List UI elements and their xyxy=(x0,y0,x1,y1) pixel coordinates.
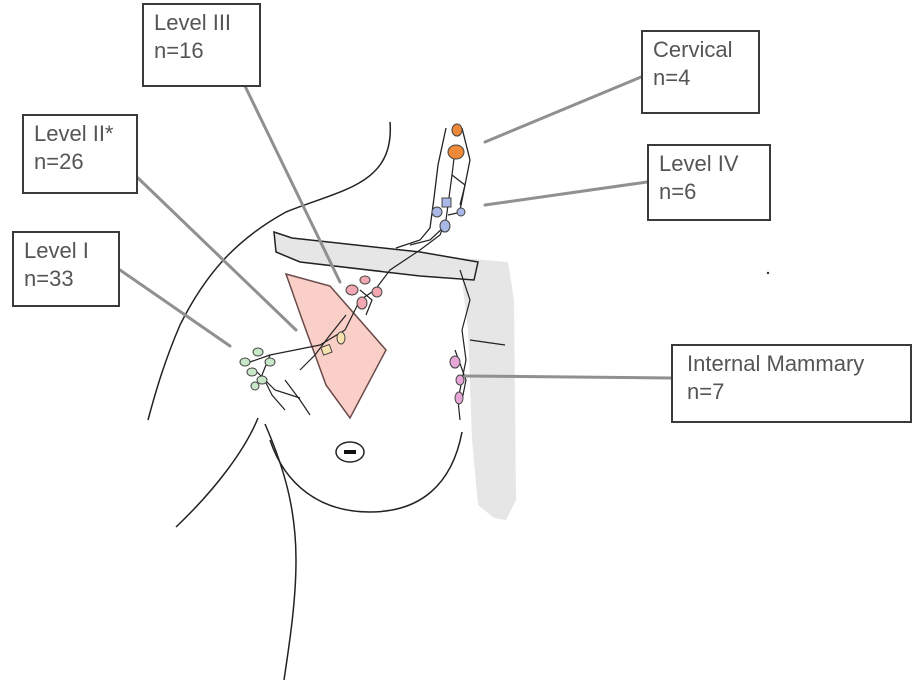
level-iv-nodes xyxy=(431,197,466,233)
arm-lower-outline xyxy=(175,417,259,528)
neck-outline xyxy=(395,127,447,249)
label-level-iii-name: Level III xyxy=(154,10,232,35)
label-internal-mammary-count: n=7 xyxy=(687,379,725,404)
label-level-i: Level I n=33 xyxy=(12,231,120,307)
level-iii-nodes xyxy=(345,275,383,310)
label-level-iii: Level III n=16 xyxy=(142,3,261,87)
label-cervical-name: Cervical xyxy=(653,37,733,62)
label-level-ii-count: n=26 xyxy=(34,149,84,174)
label-level-i-count: n=33 xyxy=(24,266,74,291)
pectoralis-minor-muscle xyxy=(284,272,387,420)
level-i-nodes xyxy=(239,347,276,391)
level-ii-nodes xyxy=(320,331,346,356)
leader-line-level-ii xyxy=(136,176,298,332)
leader-lines xyxy=(118,75,673,380)
breast-contour xyxy=(269,431,463,513)
neck-outline-right xyxy=(459,127,471,211)
leader-line-internal-mammary xyxy=(463,374,673,380)
label-level-iv-name: Level IV xyxy=(659,151,739,176)
label-level-ii-name: Level II* xyxy=(34,121,114,146)
clavicle xyxy=(273,230,479,281)
leader-line-level-iii xyxy=(242,82,342,284)
label-level-iv: Level IV n=6 xyxy=(647,144,771,221)
label-level-ii: Level II* n=26 xyxy=(22,114,138,194)
arm-outline xyxy=(147,121,391,421)
label-cervical-count: n=4 xyxy=(653,65,691,90)
sternum-shading xyxy=(462,258,516,520)
leader-line-level-iv xyxy=(483,180,649,207)
label-internal-mammary-name: Internal Mammary xyxy=(687,351,865,376)
internal-mammary-nodes xyxy=(449,355,465,405)
label-internal-mammary: Internal Mammary n=7 xyxy=(671,344,912,423)
label-level-i-name: Level I xyxy=(24,238,89,263)
label-level-iii-count: n=16 xyxy=(154,38,204,63)
label-level-iv-count: n=6 xyxy=(659,179,697,204)
cervical-nodes xyxy=(447,123,465,160)
label-cervical: Cervical n=4 xyxy=(641,30,760,114)
leader-line-cervical xyxy=(483,75,643,144)
leader-line-level-i xyxy=(118,268,232,348)
